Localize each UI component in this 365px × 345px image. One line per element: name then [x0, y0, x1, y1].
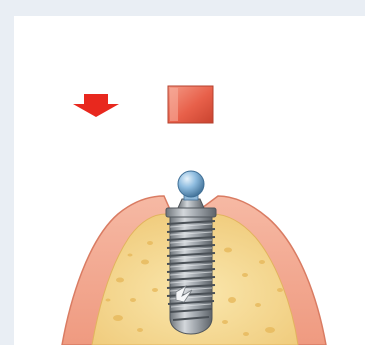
implant-fixture — [166, 208, 216, 334]
down-arrow-icon — [73, 94, 119, 117]
retentive-cap-icon — [168, 86, 213, 123]
ball-abutment — [178, 171, 204, 208]
